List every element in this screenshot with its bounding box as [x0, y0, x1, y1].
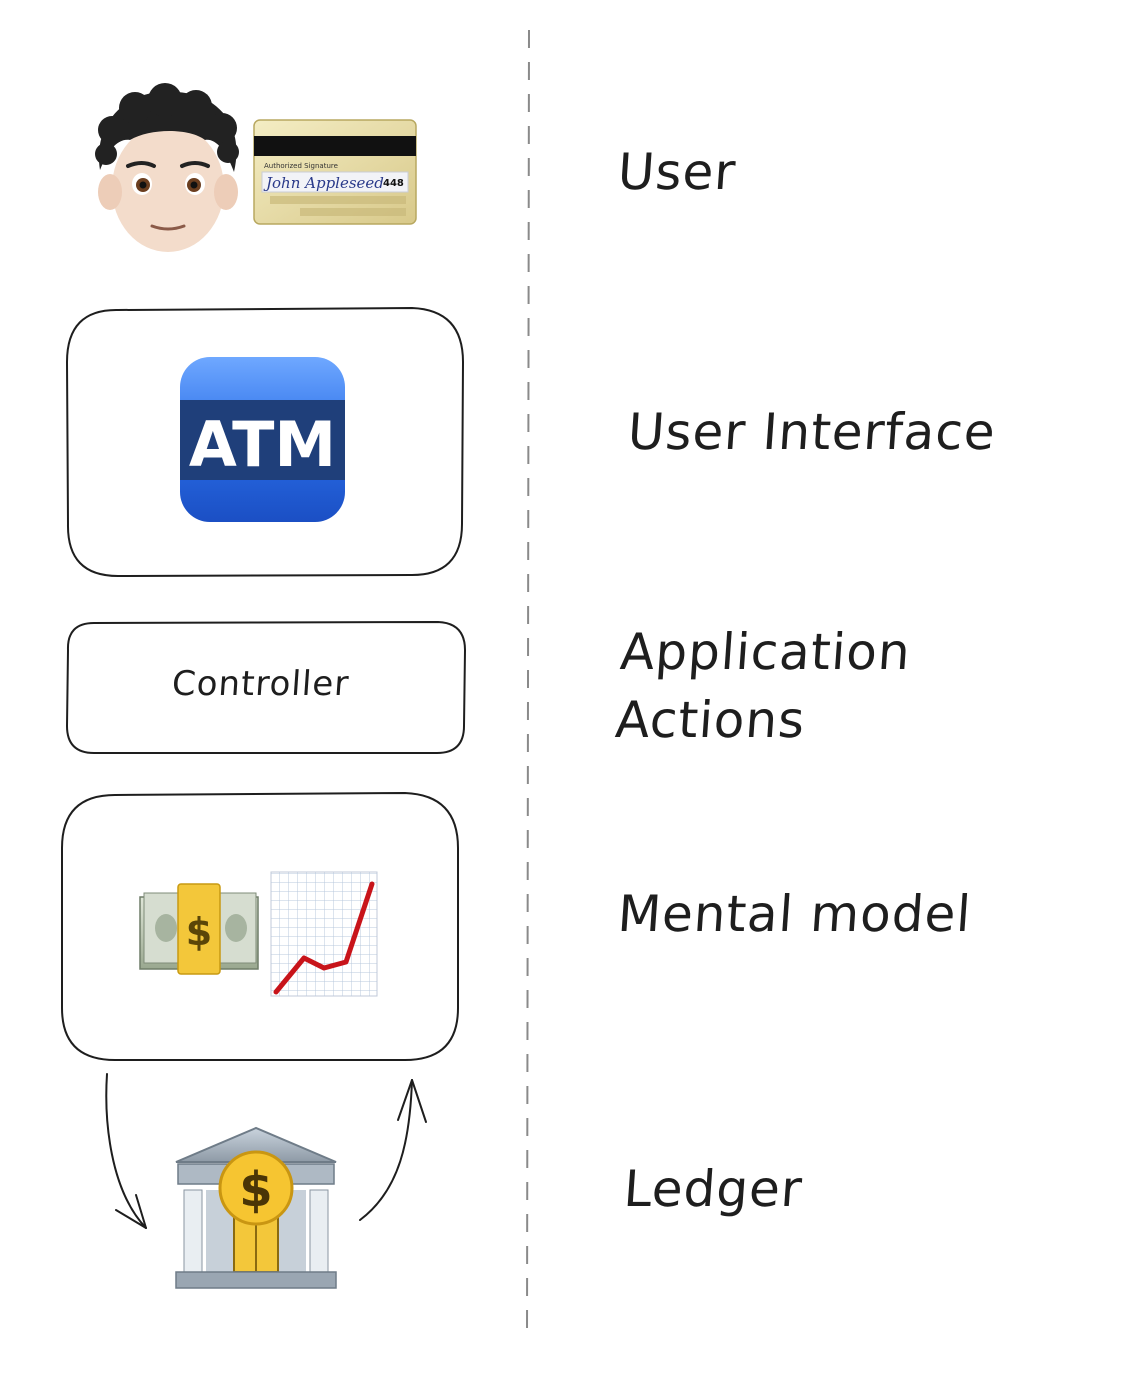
- bank-icon: $: [175, 1126, 337, 1289]
- layer-label-application-actions: Application Actions: [613, 623, 913, 749]
- layer-label-mental-model: Mental model: [615, 885, 974, 943]
- svg-text:$: $: [239, 1162, 272, 1218]
- arrow-from-ledger: [359, 1079, 427, 1221]
- controller-label: Controller: [170, 664, 351, 704]
- card-signature-caption: Authorized Signature: [264, 162, 338, 170]
- credit-card-icon: Authorized Signature John Appleseed 448: [253, 119, 417, 225]
- money-icon: $: [139, 883, 259, 975]
- layer-label-ledger: Ledger: [621, 1160, 805, 1218]
- person-icon: [95, 83, 239, 252]
- chart-increasing-icon: [270, 871, 378, 997]
- ui-box: [65, 306, 465, 578]
- atm-icon: ATM: [180, 357, 345, 522]
- layer-label-user: User: [615, 143, 738, 201]
- layer-label-user-interface: User Interface: [625, 403, 998, 461]
- card-signature: John Appleseed: [263, 174, 384, 192]
- mental-model-box: [61, 791, 459, 1061]
- card-security-code: 448: [383, 178, 404, 189]
- divider-line: [526, 29, 530, 1341]
- arrow-to-ledger: [105, 1073, 147, 1229]
- svg-text:$: $: [186, 910, 212, 954]
- atm-text: ATM: [189, 408, 336, 481]
- controller-box: [65, 620, 467, 754]
